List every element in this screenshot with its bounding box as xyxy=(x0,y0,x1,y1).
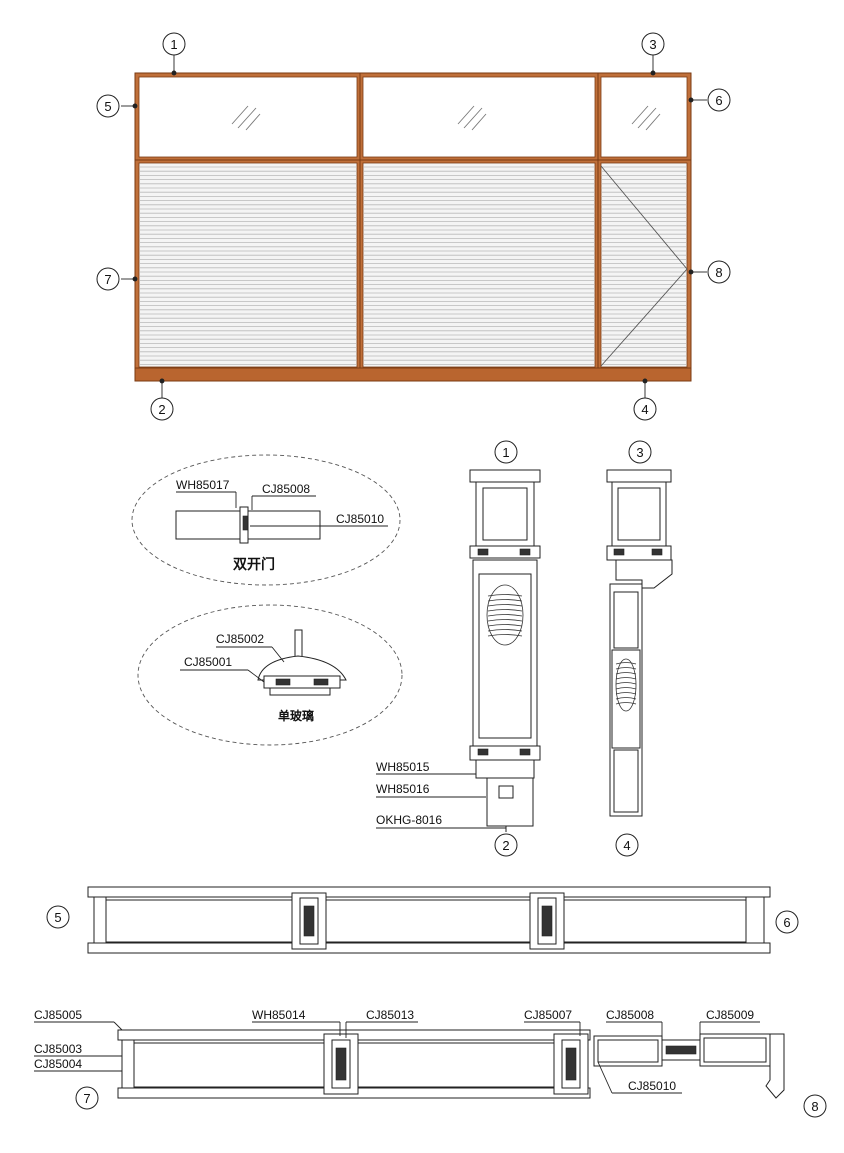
svg-text:6: 6 xyxy=(783,915,790,930)
callout-1: 1 xyxy=(162,32,186,56)
label-cj85005: CJ85005 xyxy=(34,1008,82,1022)
svg-text:7: 7 xyxy=(104,272,111,287)
callout-5: 5 xyxy=(96,94,120,118)
label-cj85010-h: CJ85010 xyxy=(628,1079,676,1093)
label-cj85004: CJ85004 xyxy=(34,1057,82,1071)
horizontal-section-5-6: 5 6 xyxy=(46,886,799,954)
callout-7: 7 xyxy=(96,267,120,291)
lower-panel-right xyxy=(600,162,688,368)
svg-text:5: 5 xyxy=(104,99,111,114)
callout-h7: 7 xyxy=(75,1086,99,1110)
label-cj85001: CJ85001 xyxy=(184,655,232,669)
svg-text:2: 2 xyxy=(158,402,165,417)
label-cj85010: CJ85010 xyxy=(336,512,384,526)
svg-text:1: 1 xyxy=(502,445,509,460)
svg-text:4: 4 xyxy=(641,402,648,417)
svg-text:7: 7 xyxy=(83,1091,90,1106)
detail-title-single-glass: 单玻璃 xyxy=(278,708,314,723)
svg-text:5: 5 xyxy=(54,910,61,925)
upper-glass-middle xyxy=(362,76,596,158)
label-wh85016: WH85016 xyxy=(376,782,430,796)
callout-h6: 6 xyxy=(775,910,799,934)
lower-panel-middle xyxy=(362,162,596,368)
upper-glass-right xyxy=(600,76,688,158)
callout-v1: 1 xyxy=(494,440,518,464)
callout-3: 3 xyxy=(641,32,665,56)
lower-panel-left xyxy=(138,162,358,368)
callout-6: 6 xyxy=(707,88,731,112)
label-cj85013: CJ85013 xyxy=(366,1008,414,1022)
callout-v4: 4 xyxy=(615,833,639,857)
label-wh85015: WH85015 xyxy=(376,760,430,774)
vertical-section-3-4: 3 4 xyxy=(606,440,673,857)
label-wh85017: WH85017 xyxy=(176,478,230,492)
label-cj85009: CJ85009 xyxy=(706,1008,754,1022)
callout-4: 4 xyxy=(633,397,657,421)
label-cj85007: CJ85007 xyxy=(524,1008,572,1022)
horizontal-section-7-8: 7 8 CJ850 xyxy=(34,1008,827,1118)
label-cj85002: CJ85002 xyxy=(216,632,264,646)
detail-double-door: WH85017 CJ85008 CJ85010 双开门 xyxy=(131,454,401,586)
svg-text:3: 3 xyxy=(649,37,656,52)
callout-2: 2 xyxy=(150,397,174,421)
front-elevation xyxy=(134,72,692,382)
callout-h8: 8 xyxy=(803,1094,827,1118)
label-okhg-8016: OKHG-8016 xyxy=(376,813,442,827)
label-cj85008: CJ85008 xyxy=(262,482,310,496)
svg-text:1: 1 xyxy=(170,37,177,52)
callout-v2: 2 xyxy=(494,833,518,857)
svg-text:4: 4 xyxy=(623,838,630,853)
svg-text:8: 8 xyxy=(811,1099,818,1114)
svg-text:3: 3 xyxy=(636,445,643,460)
vertical-section-1-2: 1 WH85015 WH85016 OKHG-8016 2 xyxy=(376,440,541,857)
callout-h5: 5 xyxy=(46,905,70,929)
detail-single-glass: CJ85002 CJ85001 单玻璃 xyxy=(137,604,403,746)
callout-8: 8 xyxy=(707,260,731,284)
label-cj85003: CJ85003 xyxy=(34,1042,82,1056)
callout-v3: 3 xyxy=(628,440,652,464)
door-swing-indicator xyxy=(600,165,688,367)
elevation-leaders xyxy=(121,55,707,398)
label-wh85014: WH85014 xyxy=(252,1008,306,1022)
detail-title-double-door: 双开门 xyxy=(233,556,275,572)
svg-text:6: 6 xyxy=(715,93,722,108)
svg-text:2: 2 xyxy=(502,838,509,853)
svg-text:8: 8 xyxy=(715,265,722,280)
label-cj85008-h: CJ85008 xyxy=(606,1008,654,1022)
